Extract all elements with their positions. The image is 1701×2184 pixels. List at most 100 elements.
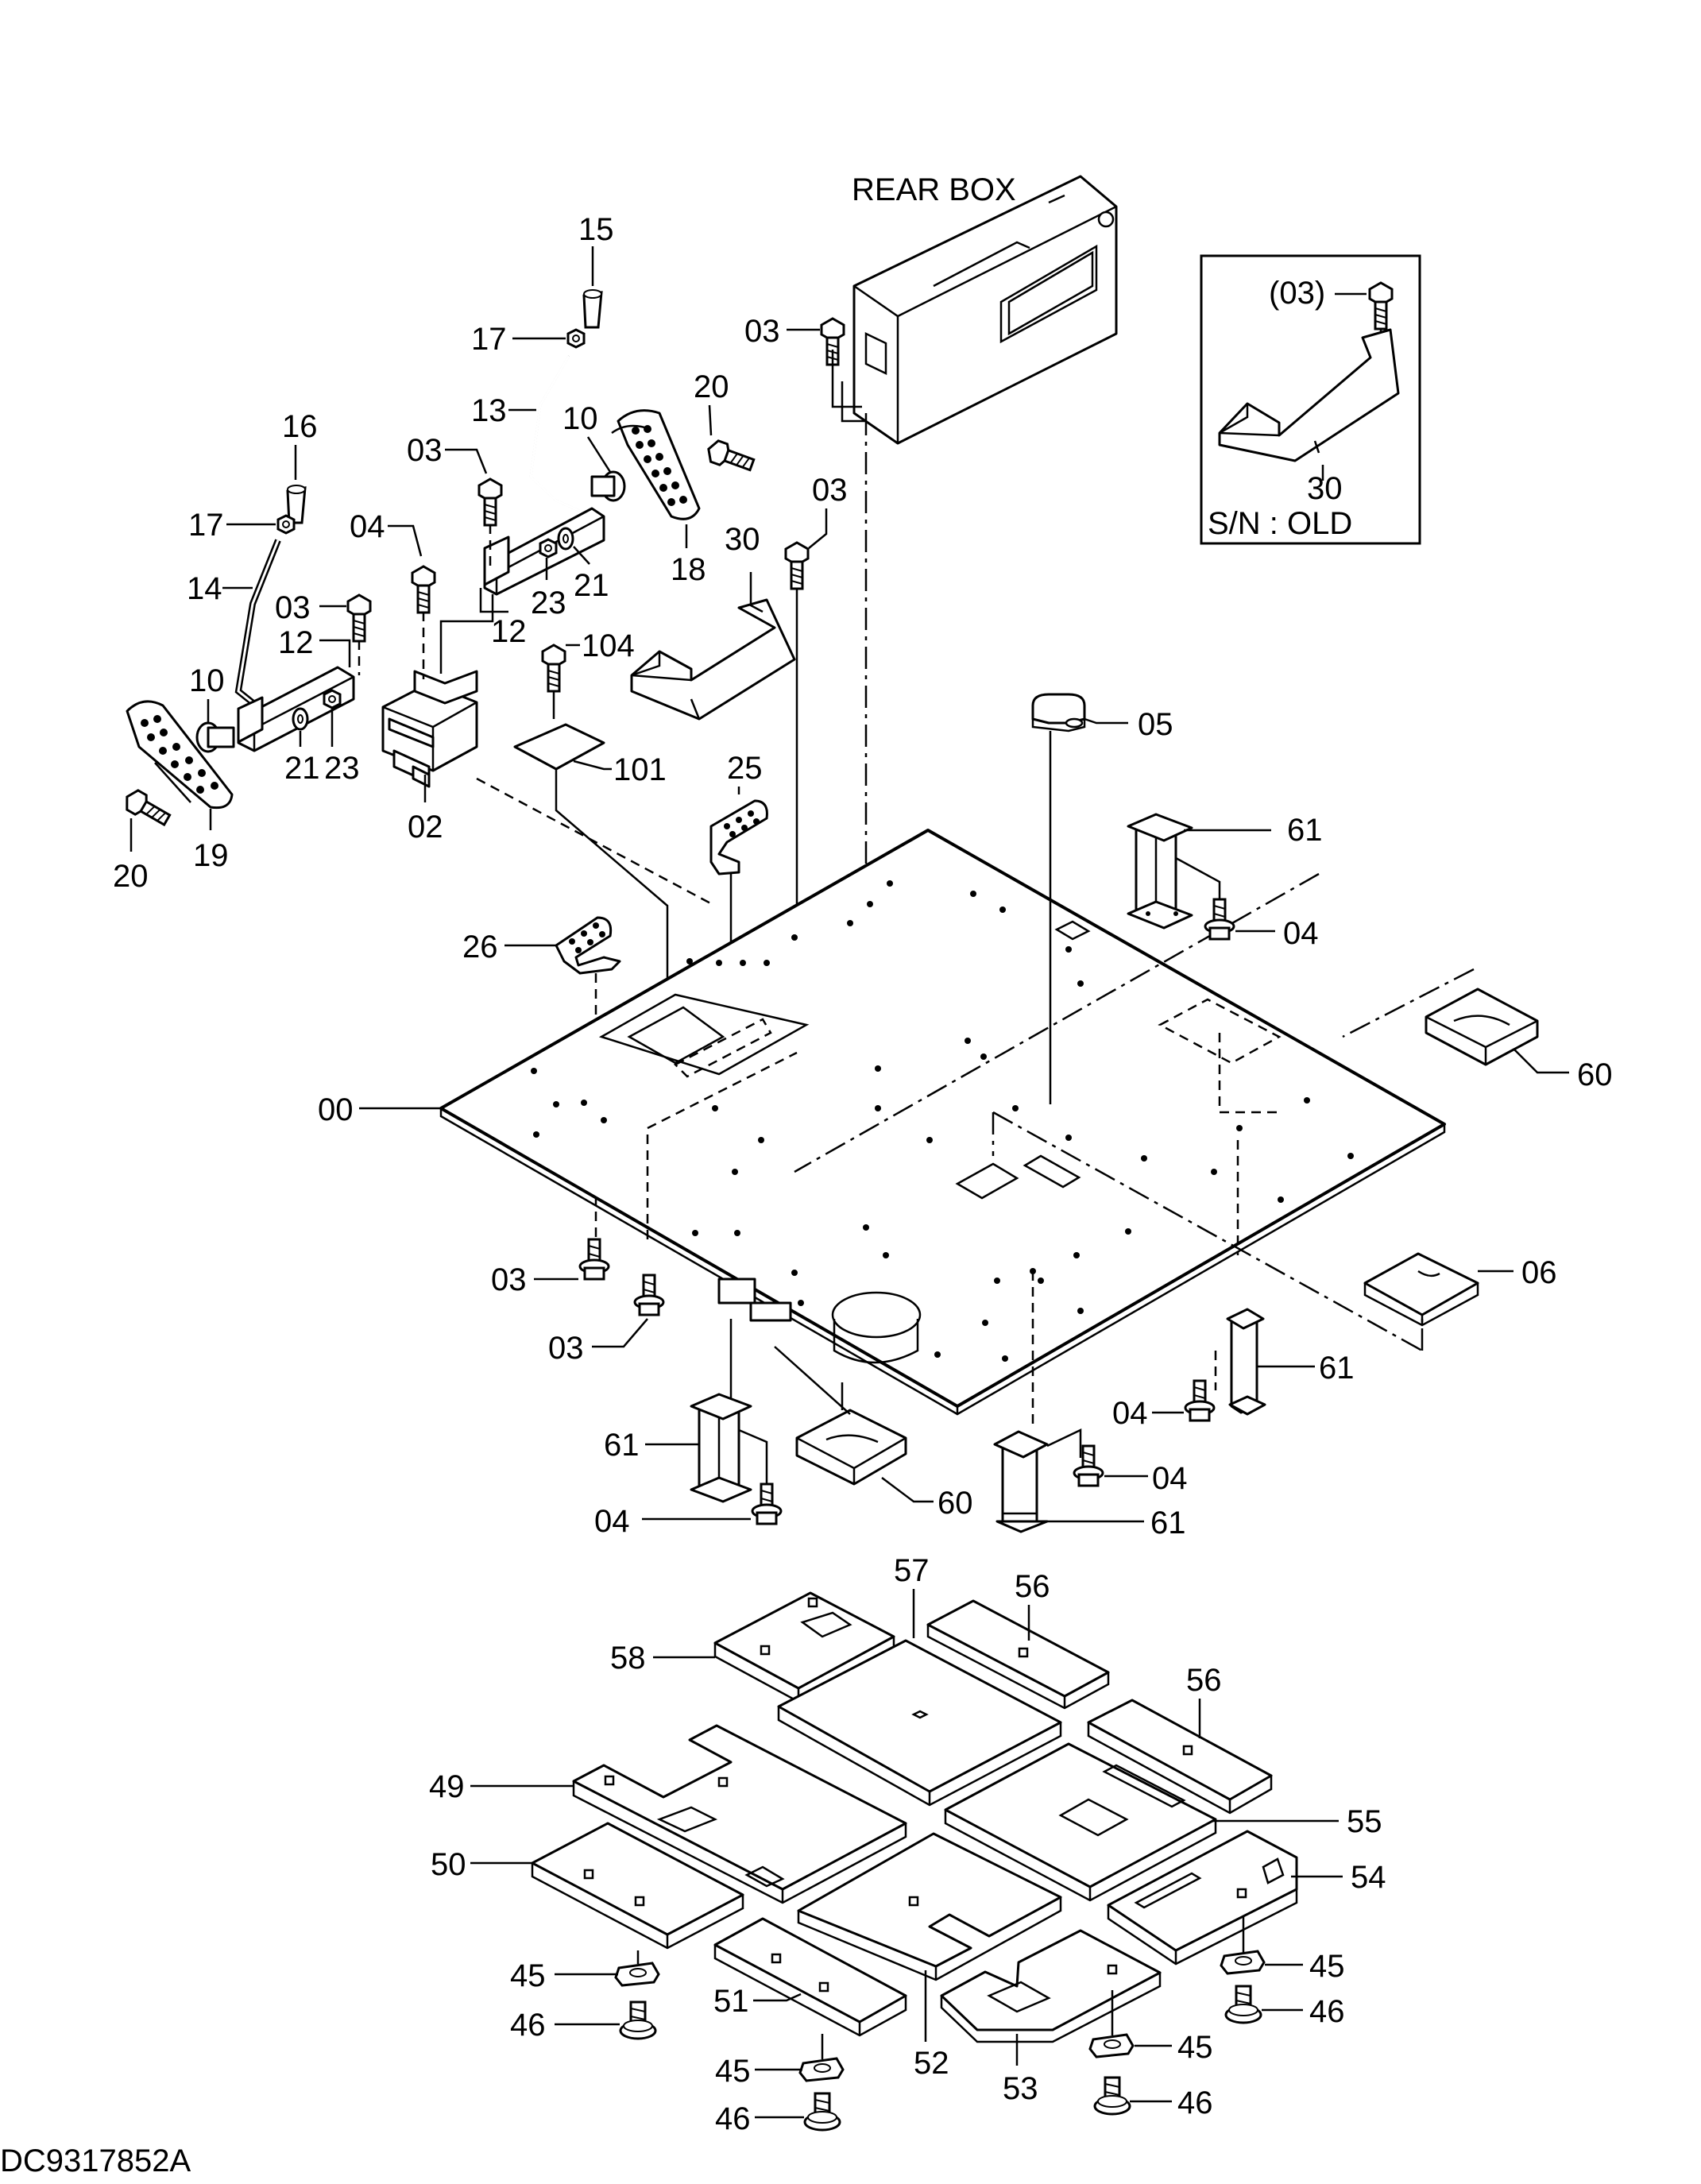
washer-21-left [292,707,309,731]
callout-23-right: 23 [531,586,566,620]
callout-45-left: 45 [510,1958,546,1993]
bolt-03-bracket-30 [784,541,810,590]
spacer-45-mid-right [1088,2033,1135,2058]
mat-panel-53 [940,1929,1162,2043]
callout-18: 18 [671,552,706,587]
bolt-104 [541,644,566,693]
callout-45-center: 45 [715,2054,751,2089]
callout-45-mid-right: 45 [1177,2030,1213,2065]
callout-04-valve: 04 [350,509,385,544]
callout-57: 57 [894,1553,930,1588]
spacer-45-right [1220,1950,1266,1975]
callout-25: 25 [727,751,763,786]
callout-03-rear-box: 03 [744,314,780,349]
valve-02 [381,670,478,788]
pedal-18 [611,409,701,520]
callout-101: 101 [613,752,667,787]
mat-panel-55 [944,1742,1217,1902]
callout-46-right: 46 [1309,1994,1345,2029]
callout-03-bracket-right: 03 [407,433,443,468]
callout-12-right: 12 [491,614,527,649]
callout-46-center: 46 [715,2101,751,2136]
bolt-10-right [590,470,626,502]
callout-17-left: 17 [188,508,224,543]
callout-rear-box: REAR BOX [852,172,1016,207]
callout-53: 53 [1003,2071,1038,2106]
callout-21-left: 21 [284,751,320,786]
pedal-19 [126,700,234,810]
callout-56-right: 56 [1186,1663,1222,1698]
mat-panel-49 [572,1724,907,1904]
spacer-45-left [614,1962,660,1987]
callout-21-right: 21 [574,568,609,603]
inset-title: S/N : OLD [1208,506,1352,541]
mat-panel-56-right [1087,1699,1273,1815]
drawing-number: DC9317852A [0,2143,191,2178]
callout-104: 104 [582,628,635,663]
callout-00: 00 [318,1092,354,1127]
support-61-bottom-right [993,1430,1049,1533]
rear-box: REAR BOX [852,172,1118,445]
spacer-45-center [798,2057,845,2082]
callout-14: 14 [187,571,222,606]
callout-61-top: 61 [1287,813,1323,848]
callout-16: 16 [282,409,318,444]
footrest-26 [555,916,621,975]
callout-06: 06 [1521,1255,1557,1290]
callout-20-left: 20 [113,859,149,894]
inset-sn-old: (03) 30 S/N : OLD [1200,254,1421,545]
bolt-20-right [703,437,757,477]
bolt-46-right [1224,1985,1262,2024]
mat-panel-50 [531,1822,744,1950]
bolt-10-left [195,721,235,753]
mat-panel-51 [713,1917,907,2037]
footrest-25 [709,799,768,876]
mat-panel-54 [1107,1830,1298,1966]
callout-13: 13 [471,393,507,428]
callout-17-right: 17 [471,322,507,357]
tray-60-right [1425,988,1539,1066]
mat-panel-52 [797,1832,1062,1981]
callout-12-left: 12 [278,625,314,660]
nut-17-left [276,514,296,535]
support-61-bottom-left [690,1393,752,1503]
callout-20-right: 20 [694,369,729,404]
callout-45-right: 45 [1309,1949,1345,1984]
callout-61-bottom-left: 61 [604,1428,640,1463]
callout-04-bottom-right: 04 [1152,1461,1188,1496]
callout-30: 30 [725,522,760,557]
callout-26: 26 [462,930,498,964]
knob-15 [582,288,603,329]
inset-callout-30: 30 [1307,471,1343,506]
bolt-46-left [619,2000,657,2040]
callout-52: 52 [914,2046,949,2081]
pad-05 [1031,693,1086,733]
bolt-03-bracket-left [346,593,372,643]
callout-50: 50 [431,1847,466,1882]
callout-10-left: 10 [189,663,225,698]
bolt-20-left [120,786,174,831]
callout-60-right: 60 [1577,1057,1613,1092]
bolt-46-center [803,2092,841,2132]
callout-19: 19 [193,838,229,873]
callout-51: 51 [713,1984,749,2019]
bolt-04-bottom-right [1073,1444,1104,1487]
callout-15: 15 [578,212,614,247]
bolt-03-bottom-mid [633,1274,665,1316]
bolt-03-bracket-right [477,477,503,527]
bolt-04-valve [411,565,436,614]
tray-60-bottom [795,1409,907,1486]
callout-10-right: 10 [562,401,598,436]
washer-21-right [557,527,574,551]
callout-46-mid-right: 46 [1177,2085,1213,2120]
support-61-right [1226,1308,1266,1416]
callout-46-left: 46 [510,2008,546,2043]
callout-54: 54 [1351,1860,1386,1895]
callout-61-bottom-right: 61 [1150,1506,1186,1540]
callout-04-top: 04 [1283,916,1319,951]
pad-06 [1363,1252,1479,1327]
nut-23-right [539,538,558,559]
mat-panel-56-top [926,1599,1110,1710]
inset-callout-03: (03) [1269,276,1325,311]
